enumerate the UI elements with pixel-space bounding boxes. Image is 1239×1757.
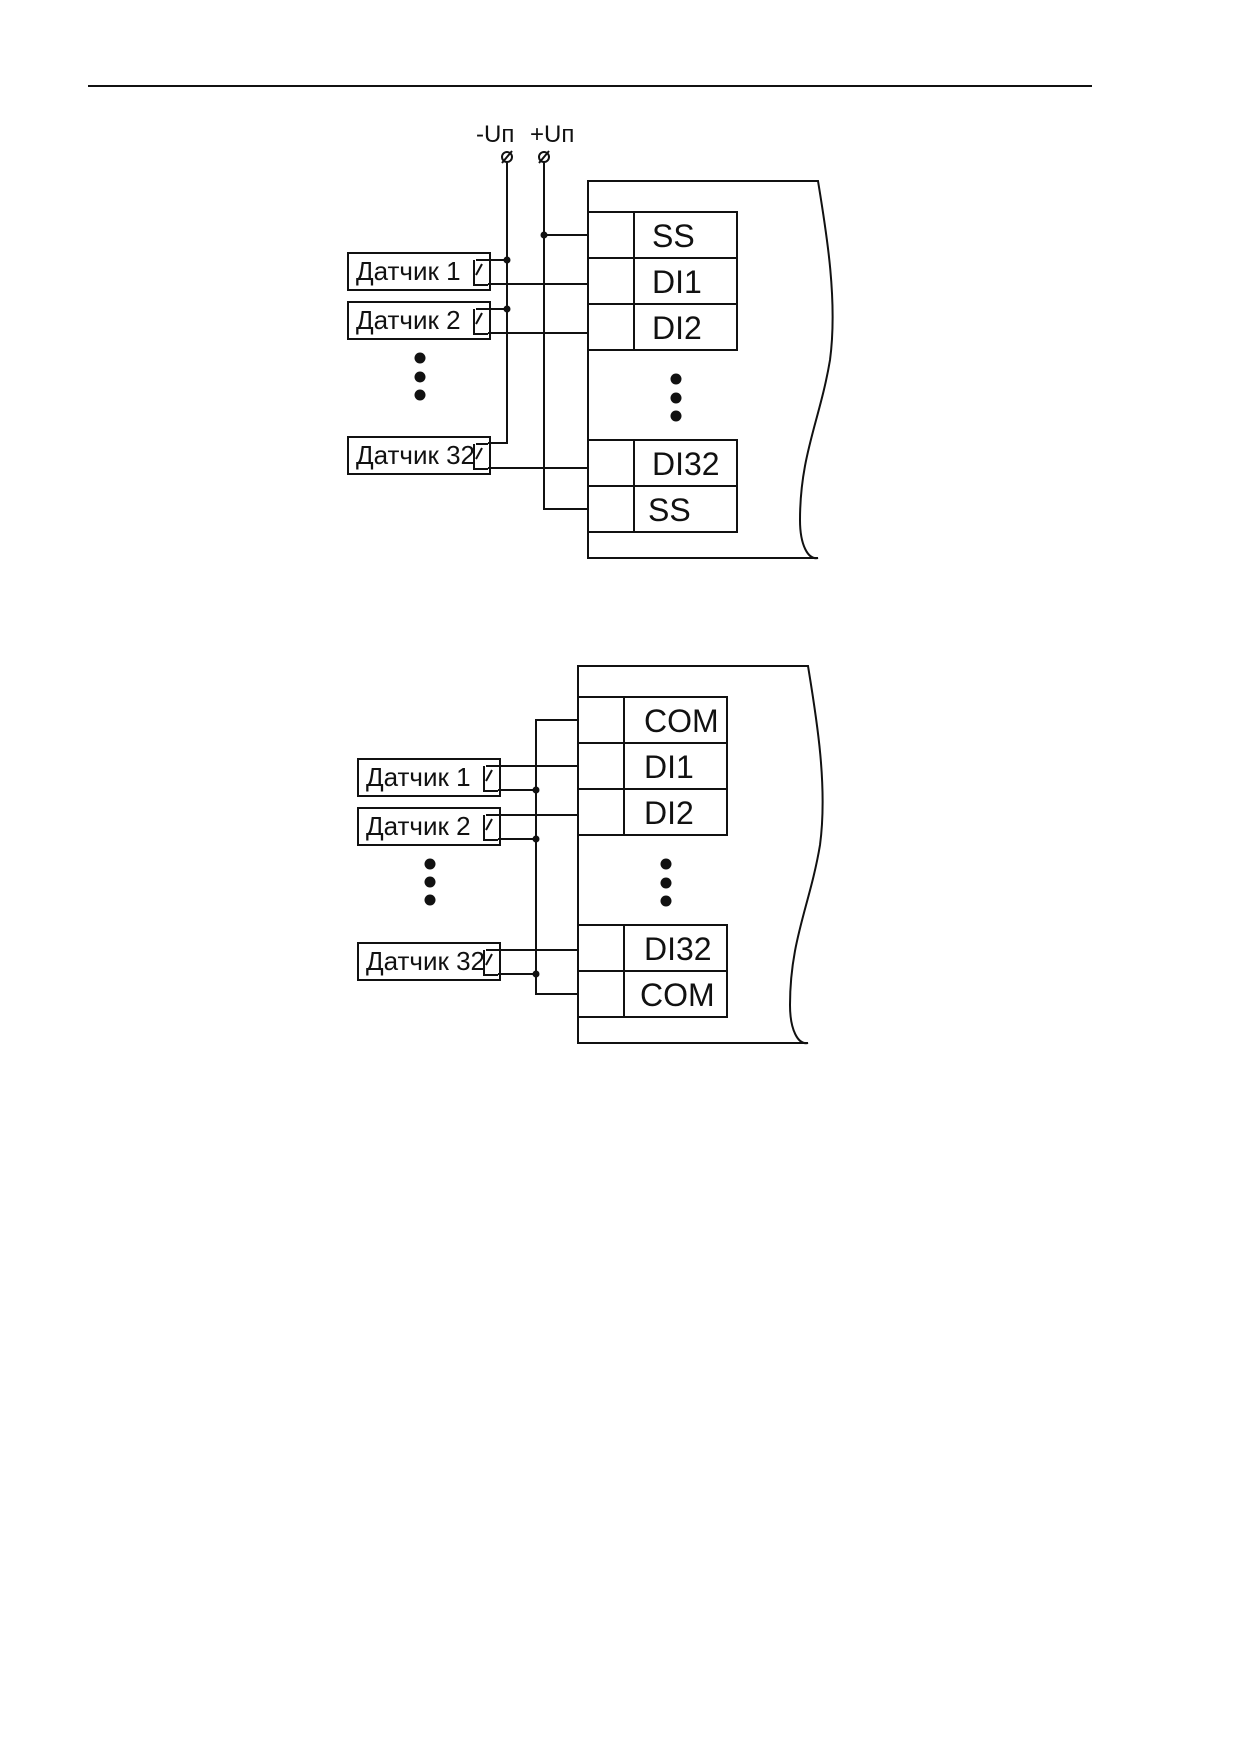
sensor-32: Датчик 32 xyxy=(347,436,491,475)
terminal-label-di1: DI1 xyxy=(644,749,694,785)
contact-switch-icon xyxy=(473,308,488,335)
terminal-block xyxy=(587,211,738,533)
ellipsis-terminals xyxy=(660,858,672,907)
diagram-1: -Uп +Uп SS DI1 DI2 DI32 SS xyxy=(347,121,834,560)
sensor-2: Датчик 2 xyxy=(357,807,501,846)
supply-plus-label: +Uп xyxy=(530,121,574,148)
sensor-1: Датчик 1 xyxy=(357,758,501,797)
supply-minus-terminal xyxy=(501,150,513,164)
contact-switch-icon xyxy=(483,949,498,976)
terminal-label-ss-bottom: SS xyxy=(648,492,691,528)
terminal-label-di32: DI32 xyxy=(644,931,712,967)
terminal-label-di32: DI32 xyxy=(652,446,720,482)
wiring-2 xyxy=(498,719,578,995)
sensor-1-label: Датчик 1 xyxy=(366,762,471,792)
contact-switch-icon xyxy=(483,814,498,841)
sensor-2-label: Датчик 2 xyxy=(366,811,471,841)
ellipsis-sensors xyxy=(414,352,426,401)
sensor-1-label: Датчик 1 xyxy=(356,256,461,286)
terminal-label-com-bottom: COM xyxy=(640,977,715,1013)
contact-switch-icon xyxy=(473,443,488,470)
sensor-32-label: Датчик 32 xyxy=(366,946,485,976)
terminal-block xyxy=(577,696,728,1018)
terminal-label-di2: DI2 xyxy=(652,310,702,346)
sensor-32-label: Датчик 32 xyxy=(356,440,475,470)
terminal-label-com-top: COM xyxy=(644,703,719,739)
sensor-1: Датчик 1 xyxy=(347,252,491,291)
supply-minus-label: -Uп xyxy=(476,121,514,148)
sensor-32: Датчик 32 xyxy=(357,942,501,981)
contact-switch-icon xyxy=(473,259,488,286)
wiring-1 xyxy=(488,162,588,510)
contact-switch-icon xyxy=(483,765,498,792)
sensor-2-label: Датчик 2 xyxy=(356,305,461,335)
diagram-2: COM DI1 DI2 DI32 COM Датчик 1 Датчик 2 Д… xyxy=(357,665,824,1045)
ellipsis-terminals xyxy=(670,373,682,422)
terminal-label-ss-top: SS xyxy=(652,218,695,254)
sensor-2: Датчик 2 xyxy=(347,301,491,340)
ellipsis-sensors xyxy=(424,858,436,906)
terminal-label-di2: DI2 xyxy=(644,795,694,831)
supply-plus-terminal xyxy=(538,150,550,164)
terminal-label-di1: DI1 xyxy=(652,264,702,300)
